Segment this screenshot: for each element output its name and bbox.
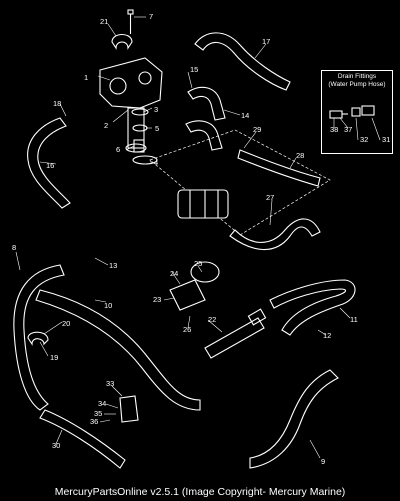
callout-26: 26 — [183, 325, 191, 334]
drain-fittings-inset: Drain Fittings (Water Pump Hose) — [321, 70, 393, 154]
hose-14-lower — [185, 120, 223, 151]
callout-34: 34 — [98, 399, 106, 408]
hose-27 — [229, 218, 321, 251]
callout-4: 4 — [154, 158, 158, 167]
callout-5: 5 — [155, 124, 159, 133]
hose-9 — [249, 369, 339, 469]
callout-3: 3 — [154, 105, 158, 114]
callout-27: 27 — [266, 193, 274, 202]
clip-19 — [27, 331, 49, 346]
bracket-34 — [119, 395, 139, 423]
callout-6: 6 — [116, 145, 120, 154]
callout-13: 13 — [109, 261, 117, 270]
inset-title-line1: Drain Fittings — [337, 73, 377, 80]
leader-lines — [15, 16, 381, 459]
drain-fittings-illustration — [329, 105, 375, 119]
bolt-7 — [127, 9, 134, 34]
gasket-3 — [131, 108, 149, 116]
callout-10: 10 — [104, 301, 112, 310]
clamp-25 — [190, 261, 220, 283]
callout-37: 37 — [344, 125, 352, 134]
callout-20: 20 — [62, 319, 70, 328]
heat-exchanger — [177, 189, 229, 219]
callout-9: 9 — [321, 457, 325, 466]
callout-31: 31 — [382, 135, 390, 144]
callout-36: 36 — [90, 417, 98, 426]
callout-38: 38 — [330, 125, 338, 134]
callout-35: 35 — [94, 409, 102, 418]
clamp-21 — [111, 33, 133, 50]
inset-title-line2: (Water Pump Hose) — [328, 81, 386, 88]
callout-22: 22 — [208, 315, 216, 324]
image-caption: MercuryPartsOnline v2.5.1 (Image Copyrig… — [54, 486, 346, 498]
bracket-24 — [169, 279, 206, 311]
callout-16: 16 — [46, 161, 54, 170]
hose-14-upper — [187, 86, 226, 121]
parts-diagram: 1 2 3 4 5 6 7 8 9 10 11 12 13 14 15 16 1… — [12, 9, 390, 469]
callout-23: 23 — [153, 295, 161, 304]
hose-17 — [194, 32, 291, 91]
callout-19: 19 — [50, 353, 58, 362]
callout-7: 7 — [149, 12, 153, 21]
callout-14: 14 — [241, 111, 249, 120]
hose-30 — [39, 409, 126, 469]
hose-8 — [13, 264, 65, 411]
callout-30: 30 — [52, 441, 60, 450]
callout-21: 21 — [100, 17, 108, 26]
callout-11: 11 — [350, 315, 358, 324]
gasket-4 — [132, 155, 158, 165]
hose-10 — [35, 289, 201, 411]
hose-11 — [269, 279, 356, 336]
hose-16 — [27, 117, 71, 209]
fitting-22 — [204, 308, 267, 359]
hose-28 — [237, 149, 321, 187]
thermostat-housing — [99, 57, 163, 153]
callout-24: 24 — [170, 269, 178, 278]
callout-2: 2 — [104, 121, 108, 130]
callout-28: 28 — [296, 151, 304, 160]
callout-25: 25 — [194, 259, 202, 268]
callout-32: 32 — [360, 135, 368, 144]
callout-33: 33 — [106, 379, 114, 388]
callout-18: 18 — [53, 99, 61, 108]
callout-labels: 1 2 3 4 5 6 7 8 9 10 11 12 13 14 15 16 1… — [12, 12, 390, 466]
callout-29: 29 — [253, 125, 261, 134]
callout-12: 12 — [323, 331, 331, 340]
callout-1: 1 — [84, 73, 88, 82]
callout-15: 15 — [190, 65, 198, 74]
inset-title: Drain Fittings (Water Pump Hose) — [322, 73, 392, 89]
callout-8: 8 — [12, 243, 16, 252]
callout-17: 17 — [262, 37, 270, 46]
